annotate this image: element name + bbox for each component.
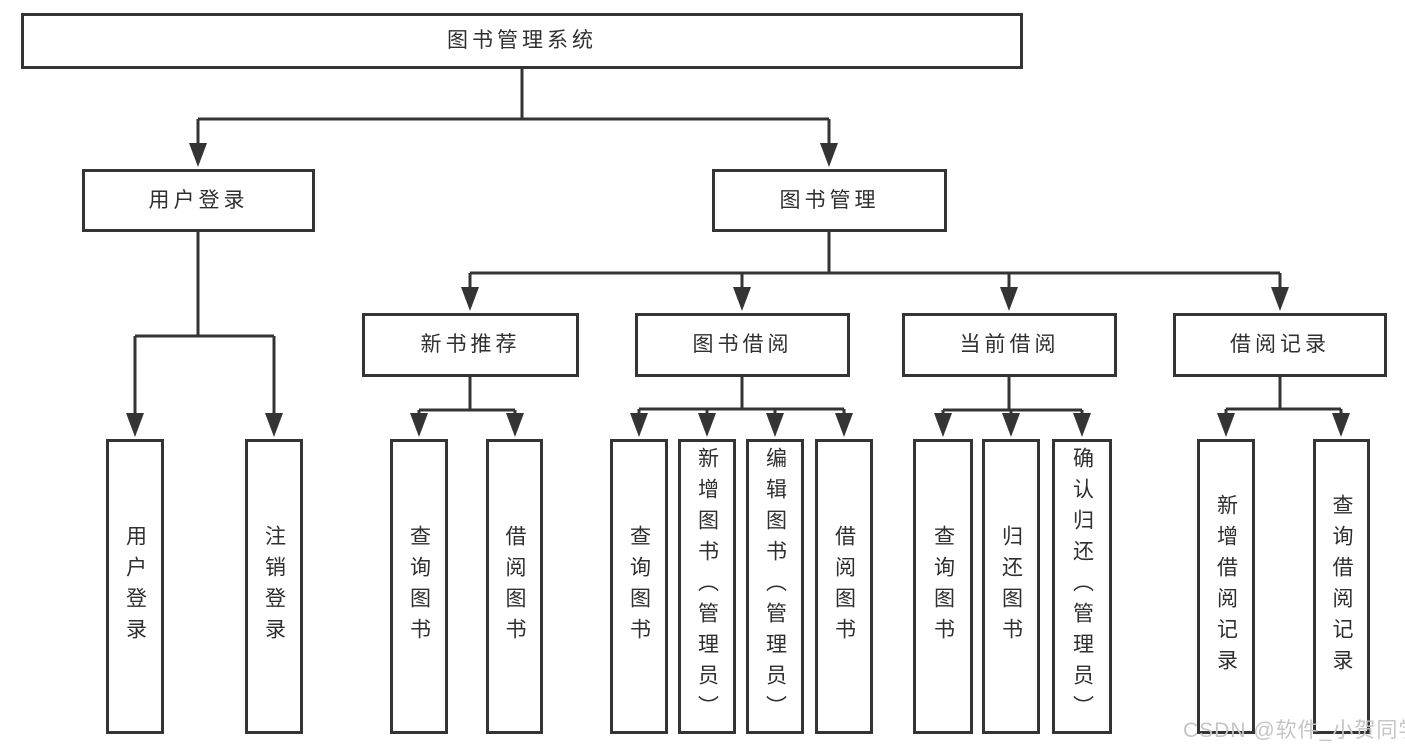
connector-newbooks-to-leaves — [410, 377, 524, 437]
leaf-bb-borrow-books: 借阅图书 — [815, 439, 873, 734]
leaf-nb-query-books: 查询图书 — [390, 439, 448, 734]
connector-bookmgmt-to-level3 — [461, 232, 1289, 311]
leaf-cb-return-books: 归还图书 — [982, 439, 1040, 734]
connector-userlogin-to-leaves — [126, 232, 283, 437]
node-borrowing-records: 借阅记录 — [1173, 313, 1387, 377]
leaf-bb-query-books: 查询图书 — [610, 439, 668, 734]
leaf-cb-query-books: 查询图书 — [913, 439, 973, 734]
connector-currentborrow-to-leaves — [934, 377, 1091, 437]
node-book-borrowing: 图书借阅 — [635, 313, 850, 377]
leaf-bb-edit-books-admin: 编辑图书（管理员） — [746, 439, 804, 734]
node-library-management-system: 图书管理系统 — [21, 13, 1023, 69]
leaf-rec-query-record: 查询借阅记录 — [1313, 439, 1370, 734]
leaf-rec-add-record: 新增借阅记录 — [1197, 439, 1255, 734]
node-current-borrowing: 当前借阅 — [902, 313, 1117, 377]
leaf-logout: 注销登录 — [245, 439, 303, 734]
leaf-bb-add-books-admin: 新增图书（管理员） — [678, 439, 736, 734]
leaf-cb-confirm-return-admin: 确认归还（管理员） — [1052, 439, 1112, 734]
leaf-user-login: 用户登录 — [106, 439, 164, 734]
connector-root-to-level2 — [189, 69, 838, 167]
connector-bookborrow-to-leaves — [630, 377, 853, 437]
csdn-watermark: CSDN @软件_小贺同学 — [1183, 719, 1405, 742]
node-user-login: 用户登录 — [82, 169, 315, 232]
node-book-management: 图书管理 — [712, 169, 947, 232]
node-new-book-recommendation: 新书推荐 — [362, 313, 579, 377]
leaf-nb-borrow-books: 借阅图书 — [486, 439, 543, 734]
connector-records-to-leaves — [1217, 377, 1350, 437]
